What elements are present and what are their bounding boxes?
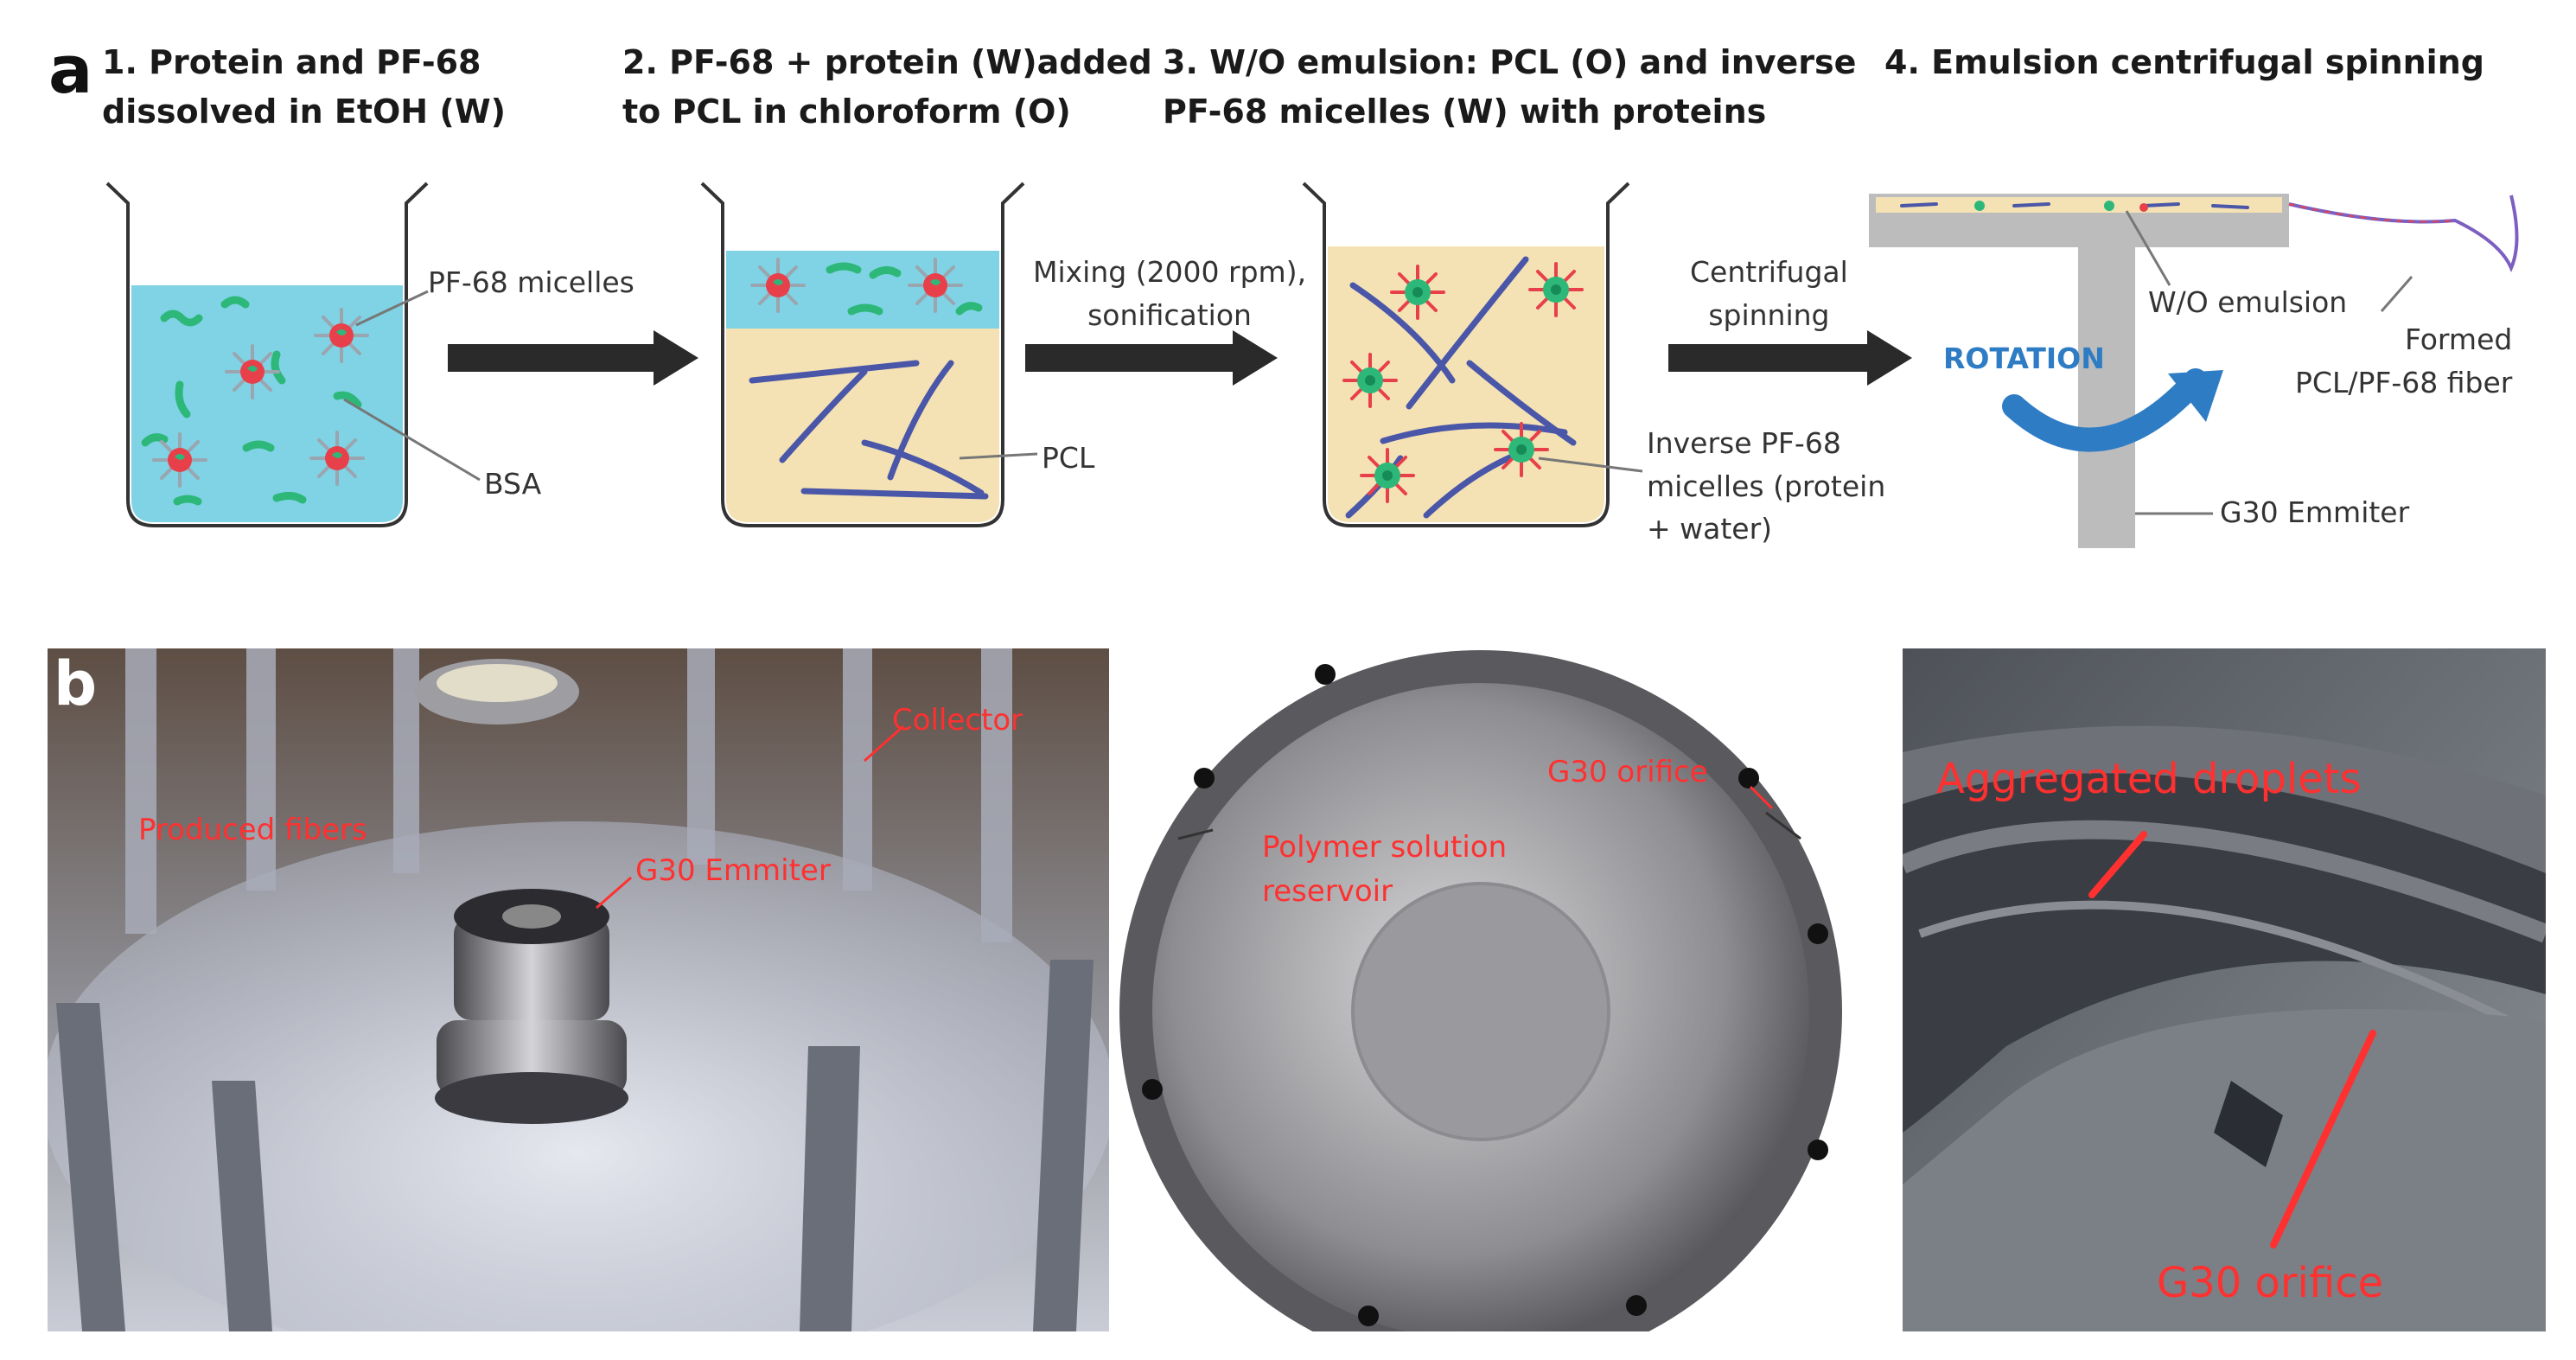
- process-arrow-1: [448, 330, 698, 386]
- label-rotation: ROTATION: [1943, 342, 2105, 375]
- label-centrifugal-spinning: Centrifugal spinning: [1690, 255, 1848, 332]
- beaker-2: [700, 182, 1038, 527]
- photo-disc: [1109, 648, 1903, 1331]
- panel-letter-a: a: [48, 31, 93, 108]
- spinner-schematic: [1869, 194, 2519, 548]
- schematic-panel-a: [105, 182, 2519, 548]
- micelle-1c: [152, 432, 207, 488]
- label-bsa: BSA: [484, 467, 542, 501]
- step-3-title: 3. W/O emulsion: PCL (O) and inverse PF-…: [1163, 43, 1857, 131]
- process-arrow-3: [1668, 330, 1912, 386]
- beaker-3: [1302, 182, 1643, 527]
- label-collector: Collector: [892, 703, 1023, 737]
- label-aggregated-droplets: Aggregated droplets: [1936, 755, 2362, 803]
- label-produced-fibers: Produced fibers: [138, 813, 367, 847]
- photo-apparatus: [48, 648, 1109, 1331]
- fiber-pointer: [2380, 276, 2413, 312]
- step-4-title: 4. Emulsion centrifugal spinning: [1884, 43, 2484, 81]
- bsa-pointer: [343, 398, 481, 482]
- panel-letter-b: b: [54, 648, 98, 719]
- inverse-pointer: [1538, 457, 1643, 473]
- formed-fiber: [2288, 195, 2519, 273]
- label-polymer-reservoir: Polymer solution reservoir: [1262, 830, 1508, 909]
- label-g30-emitter: G30 Emmiter: [2220, 495, 2410, 529]
- pcl-chains: [749, 360, 989, 500]
- step-1-title: 1. Protein and PF-68 dissolved in EtOH (…: [102, 43, 506, 131]
- photo-closeup: [1903, 648, 2546, 1331]
- label-g30-emitter-photo: G30 Emmiter: [635, 853, 831, 888]
- label-inverse-micelles: Inverse PF-68 micelles (protein + water): [1647, 426, 1886, 546]
- micelles-pointer: [355, 290, 429, 327]
- label-g30-orifice-closeup: G30 orifice: [2157, 1259, 2384, 1307]
- micelle-1a: [314, 308, 369, 363]
- label-mixing: Mixing (2000 rpm), sonification: [1033, 255, 1307, 332]
- wo-emulsion-pointer: [2125, 210, 2171, 286]
- process-arrow-2: [1025, 330, 1278, 386]
- bsa-proteins: [141, 296, 362, 506]
- rotation-arrow: [2002, 368, 2208, 452]
- micelle-1b: [225, 344, 280, 399]
- micelle-1d: [309, 431, 365, 486]
- label-wo-emulsion: W/O emulsion: [2148, 285, 2348, 319]
- pcl-pointer: [959, 452, 1038, 460]
- label-g30-orifice-disc: G30 orifice: [1547, 755, 1708, 789]
- step-2-title: 2. PF-68 + protein (W)added to PCL in ch…: [622, 43, 1152, 131]
- label-pf68-micelles: PF-68 micelles: [428, 265, 634, 299]
- label-formed-fiber: Formed PCL/PF-68 fiber: [2295, 322, 2513, 399]
- beaker-1: [105, 182, 481, 527]
- label-pcl: PCL: [1042, 441, 1095, 475]
